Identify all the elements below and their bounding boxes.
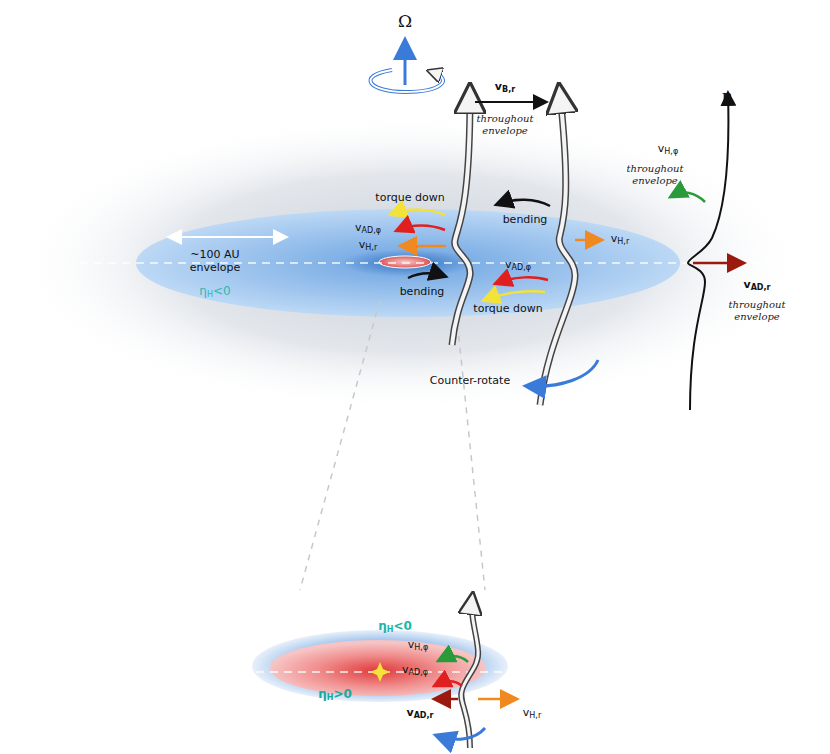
annotation-label: vB,r bbox=[495, 81, 515, 94]
annotation-label: vAD,φ bbox=[402, 664, 428, 677]
annotation-label: bending bbox=[400, 286, 445, 299]
annotation-label: torque down bbox=[473, 303, 542, 316]
annotation-label: torque down bbox=[375, 192, 444, 205]
annotation-label: vAD,r bbox=[407, 707, 434, 720]
annotation-label: ~100 AU envelope bbox=[170, 249, 260, 274]
annotation-label: B bbox=[722, 93, 732, 107]
annotation-label: vH,φ bbox=[658, 143, 678, 156]
annotation-label: vAD,φ bbox=[505, 259, 531, 272]
annotation-label: Ω bbox=[398, 12, 412, 32]
annotation-label: vH,φ bbox=[408, 639, 428, 652]
annotation-label: ηH<0 bbox=[199, 285, 230, 299]
annotation-label: vAD,r bbox=[744, 279, 771, 292]
annotation-label: vH,r bbox=[523, 707, 541, 720]
annotation-label: throughout envelope bbox=[726, 299, 788, 322]
annotation-label: ηH>0 bbox=[318, 688, 352, 702]
annotation-label: vH,r bbox=[359, 239, 377, 252]
annotation-label: vAD,φ bbox=[355, 222, 381, 235]
annotation-label: Counter-rotate bbox=[430, 375, 510, 388]
annotation-label: ηH<0 bbox=[378, 620, 412, 634]
annotation-label: throughout envelope bbox=[474, 113, 536, 136]
annotation-label: bending bbox=[503, 214, 548, 227]
annotation-label: vH,r bbox=[611, 233, 629, 246]
annotation-label: throughout envelope bbox=[624, 163, 686, 186]
